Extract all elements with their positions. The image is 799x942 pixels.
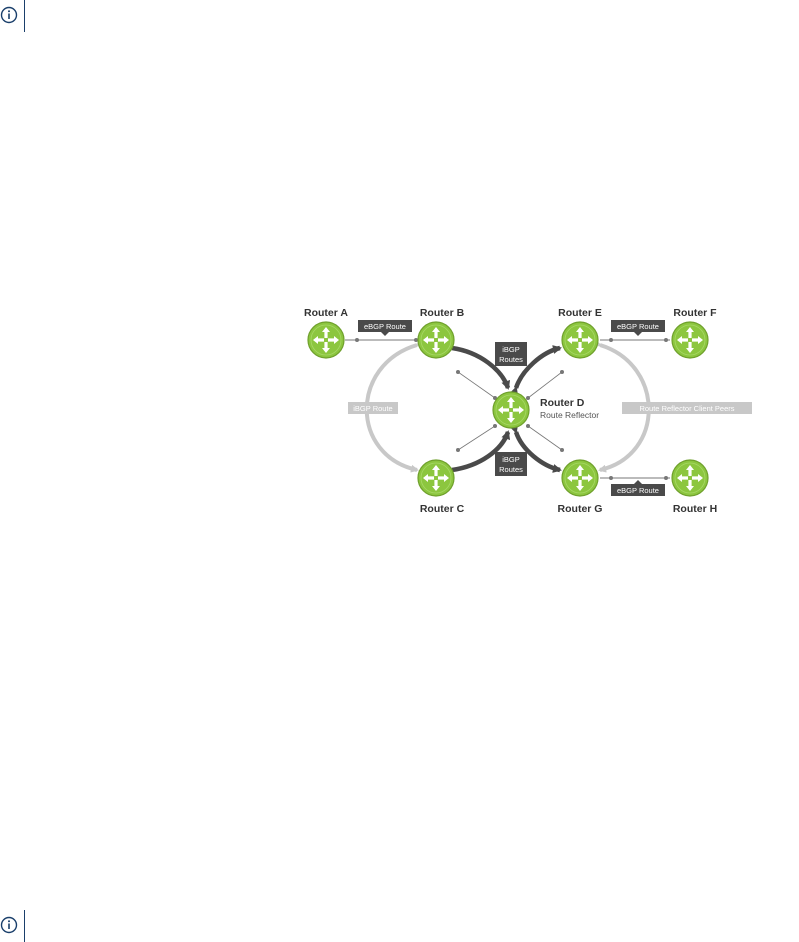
ibgp-dark-c-d — [444, 430, 511, 476]
router-b-label: Router B — [420, 307, 465, 319]
tag-ebgp-e-f: eBGP Route — [611, 320, 665, 336]
router-a: Router A — [304, 307, 348, 359]
router-h: Router H — [671, 459, 717, 515]
note-marker-top — [0, 0, 30, 32]
ibgp-dark-d-g — [509, 423, 562, 473]
router-c-label: Router C — [420, 503, 465, 515]
router-d-sublabel: Route Reflector — [540, 410, 599, 420]
router-f: Router F — [671, 307, 717, 359]
ibgp-dark-d-e — [509, 345, 562, 397]
note-rule — [24, 910, 25, 942]
router-icon — [307, 321, 345, 359]
router-e: Router E — [558, 307, 602, 359]
info-icon — [0, 916, 18, 934]
router-h-label: Router H — [673, 503, 717, 515]
tag-ebgp-g-h: eBGP Route — [611, 480, 665, 496]
tag-ibgp-routes-bottom-line1: iBGP — [502, 455, 520, 464]
tag-ibgp-routes-top: iBGP Routes — [495, 342, 527, 366]
tag-client-peers: Route Reflector Client Peers — [622, 402, 752, 414]
router-e-label: Router E — [558, 307, 602, 319]
link-e-f — [600, 338, 670, 342]
router-icon — [561, 459, 599, 497]
note-marker-bottom — [0, 910, 30, 942]
info-icon — [0, 6, 18, 24]
router-d: Router D Route Reflector — [492, 391, 599, 429]
router-icon — [671, 321, 709, 359]
router-g: Router G — [558, 459, 603, 515]
tag-ebgp-a-b-text: eBGP Route — [364, 322, 406, 331]
tag-ibgp-routes-top-line2: Routes — [499, 355, 523, 364]
router-a-label: Router A — [304, 307, 348, 319]
router-f-label: Router F — [673, 307, 717, 319]
link-a-b — [345, 338, 418, 342]
router-c: Router C — [417, 459, 465, 515]
router-d-label: Router D — [540, 397, 585, 409]
router-icon — [417, 459, 455, 497]
router-icon — [561, 321, 599, 359]
bgp-route-reflector-diagram: Router A Router B Router E Router F Rout… — [290, 290, 770, 530]
note-rule — [24, 0, 25, 32]
router-g-label: Router G — [558, 503, 603, 515]
tag-ebgp-g-h-text: eBGP Route — [617, 486, 659, 495]
tag-ibgp-routes-bottom: iBGP Routes — [495, 452, 527, 476]
tag-ibgp-routes-top-line1: iBGP — [502, 345, 520, 354]
tag-ibgp-b-c-text: iBGP Route — [353, 404, 392, 413]
link-g-h — [600, 476, 670, 480]
router-icon — [671, 459, 709, 497]
router-icon — [417, 321, 455, 359]
tag-client-peers-text: Route Reflector Client Peers — [639, 404, 734, 413]
tag-ibgp-b-c: iBGP Route — [348, 402, 398, 414]
tag-ebgp-e-f-text: eBGP Route — [617, 322, 659, 331]
router-icon — [492, 391, 530, 429]
tag-ebgp-a-b: eBGP Route — [358, 320, 412, 336]
diagram-canvas: Router A Router B Router E Router F Rout… — [304, 307, 752, 515]
router-b: Router B — [417, 307, 465, 359]
ibgp-dark-b-d — [444, 342, 511, 390]
tag-ibgp-routes-bottom-line2: Routes — [499, 465, 523, 474]
